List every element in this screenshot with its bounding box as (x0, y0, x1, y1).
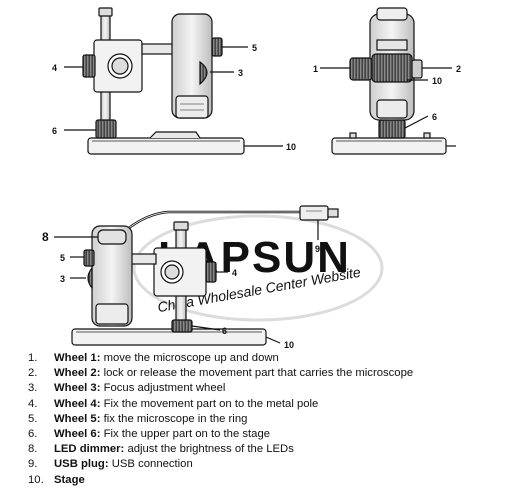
callout-10: 10 (432, 76, 442, 86)
legend-term: Wheel 3: (54, 382, 101, 395)
callout-5: 5 (252, 43, 257, 53)
legend-term: Wheel 1: (54, 352, 101, 364)
legend-item: 10. Stage (28, 473, 518, 488)
legend-term: Wheel 6: (54, 428, 101, 441)
legend-term: USB plug: (54, 458, 109, 471)
callout-4: 4 (52, 63, 57, 73)
legend-text: Wheel 2: lock or release the movement pa… (54, 366, 518, 381)
legend-number: 8. (28, 443, 38, 456)
legend-text: Wheel 4: Fix the movement part on to the… (54, 397, 518, 412)
legend-number: 4. (28, 397, 38, 410)
legend-item: 5. Wheel 5: fix the microscope in the rin… (28, 412, 518, 427)
callout-6: 6 (52, 126, 57, 136)
legend-text: USB plug: USB connection (54, 457, 518, 472)
legend-description: Fix the movement part on to the metal po… (100, 397, 319, 410)
legend-number: 6. (28, 428, 38, 441)
legend-description: fix the microscope in the ring (100, 412, 248, 425)
oblique-view (54, 205, 339, 346)
legend-description: move the microscope up and down (100, 352, 279, 364)
legend-term: Wheel 2: (54, 367, 101, 380)
callout-5: 5 (60, 253, 65, 263)
side-view (64, 7, 283, 155)
legend-text: Stage (54, 473, 518, 488)
legend-number: 2. (28, 367, 38, 380)
callout-1: 1 (313, 64, 318, 74)
legend-number: 10. (28, 473, 44, 486)
legend-description: lock or release the movement part that c… (100, 367, 414, 380)
wheel-6 (171, 319, 193, 333)
legend-term: Wheel 5: (54, 412, 101, 425)
legend-text: LED dimmer: adjust the brightness of the… (54, 442, 518, 457)
legend-number: 5. (28, 412, 38, 425)
wheel-4 (82, 54, 96, 78)
legend-description: USB connection (108, 458, 193, 471)
wheel-4 (205, 261, 217, 283)
legend-item: 3. Wheel 3: Focus adjustment wheel (28, 381, 518, 396)
legend-item: 1. Wheel 1: move the microscope up and do… (28, 351, 518, 366)
parts-legend: 1. Wheel 1: move the microscope up and do… (28, 351, 518, 488)
wheel-1 (349, 57, 373, 81)
callout-9: 9 (315, 244, 320, 254)
legend-item: 2. Wheel 2: lock or release the movement … (28, 366, 518, 381)
legend-description: Fix the upper part on to the stage (100, 428, 271, 441)
callout-6: 6 (222, 326, 227, 336)
led-dimmer (97, 229, 127, 245)
wheel-3 (87, 266, 93, 290)
legend-item: 6. Wheel 6: Fix the upper part on to the … (28, 427, 518, 442)
legend-text: Wheel 1: move the microscope up and down (54, 351, 518, 366)
legend-item: 8. LED dimmer: adjust the brightness of t… (28, 442, 518, 457)
callout-3: 3 (60, 274, 65, 284)
wheel-5 (83, 249, 95, 267)
legend-term: LED dimmer: (54, 443, 125, 456)
legend-text: Wheel 5: fix the microscope in the ring (54, 412, 518, 427)
wheel-6 (378, 119, 406, 139)
wheel-6 (95, 119, 117, 139)
callout-2: 2 (456, 64, 461, 74)
legend-text: Wheel 3: Focus adjustment wheel (54, 381, 518, 396)
callout-10: 10 (284, 340, 294, 350)
legend-number: 9. (28, 458, 38, 471)
wheel-5 (211, 37, 223, 57)
legend-term: Stage (54, 473, 85, 486)
legend-description: adjust the brightness of the LEDs (124, 443, 294, 456)
microscope-diagram: 4 5 3 6 10 1 2 10 6 LAPSUN China Wholesa… (42, 7, 461, 350)
legend-item: 4. Wheel 4: Fix the movement part on to t… (28, 397, 518, 412)
legend-number: 1. (28, 352, 38, 364)
legend-description: Focus adjustment wheel (100, 382, 226, 395)
legend-item: 9. USB plug: USB connection (28, 457, 518, 472)
usb-plug (299, 205, 329, 221)
legend-term: Wheel 4: (54, 397, 101, 410)
callout-10: 10 (286, 142, 296, 152)
callout-8: 8 (42, 230, 49, 244)
legend-number: 3. (28, 382, 38, 395)
wheel-2 (371, 53, 413, 83)
legend-text: Wheel 6: Fix the upper part on to the st… (54, 427, 518, 442)
callout-3: 3 (238, 68, 243, 78)
callout-4: 4 (232, 268, 237, 278)
front-view (320, 7, 456, 155)
callout-6: 6 (432, 112, 437, 122)
wheel-3 (199, 60, 208, 86)
